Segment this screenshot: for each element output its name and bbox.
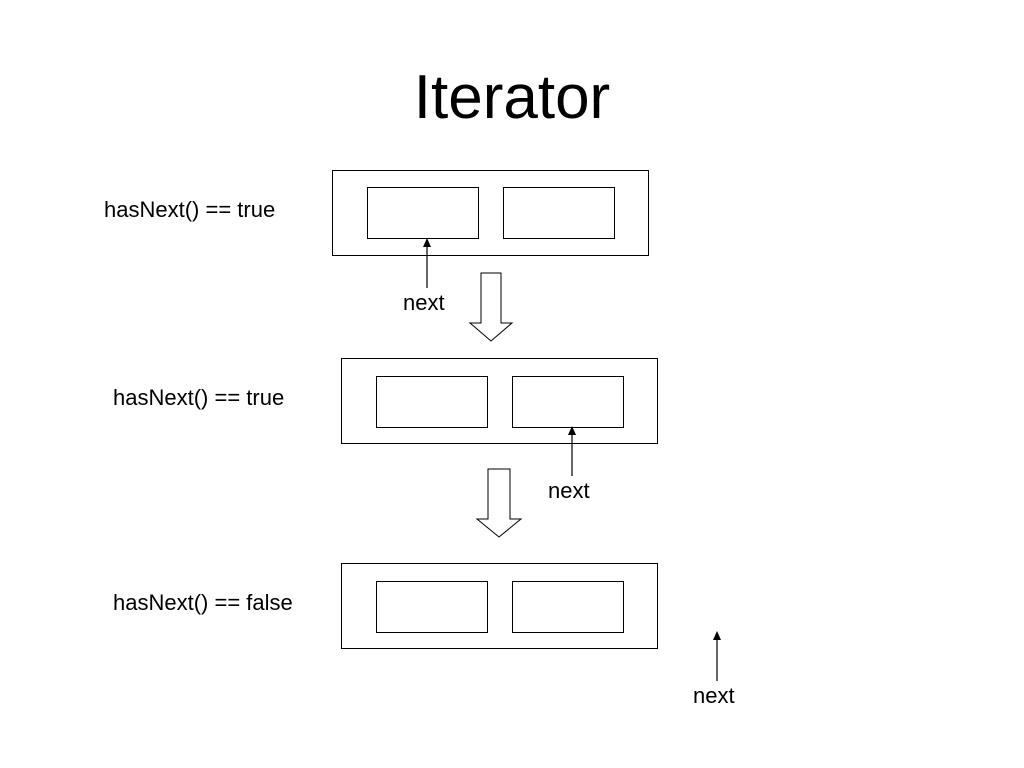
state-2-label: hasNext() == true bbox=[113, 385, 285, 410]
transition-arrow-2 bbox=[475, 468, 523, 538]
state-1-next-label: next bbox=[403, 290, 445, 315]
state-1-element-2 bbox=[503, 187, 615, 239]
state-1-collection bbox=[332, 170, 649, 256]
state-2-next-label: next bbox=[548, 478, 590, 503]
state-2-element-1 bbox=[376, 376, 488, 428]
state-1-element-1 bbox=[367, 187, 479, 239]
state-3-next-label: next bbox=[693, 683, 735, 708]
state-3-collection bbox=[341, 563, 658, 649]
state-3-label: hasNext() == false bbox=[113, 590, 293, 615]
slide-title: Iterator bbox=[413, 63, 611, 132]
state-3-element-2 bbox=[512, 581, 624, 633]
transition-arrow-1 bbox=[468, 272, 514, 342]
state-1-label: hasNext() == true bbox=[104, 197, 276, 222]
state-3-pointer-arrow bbox=[713, 631, 721, 681]
state-2-element-2 bbox=[512, 376, 624, 428]
state-3-element-1 bbox=[376, 581, 488, 633]
state-2-collection bbox=[341, 358, 658, 444]
